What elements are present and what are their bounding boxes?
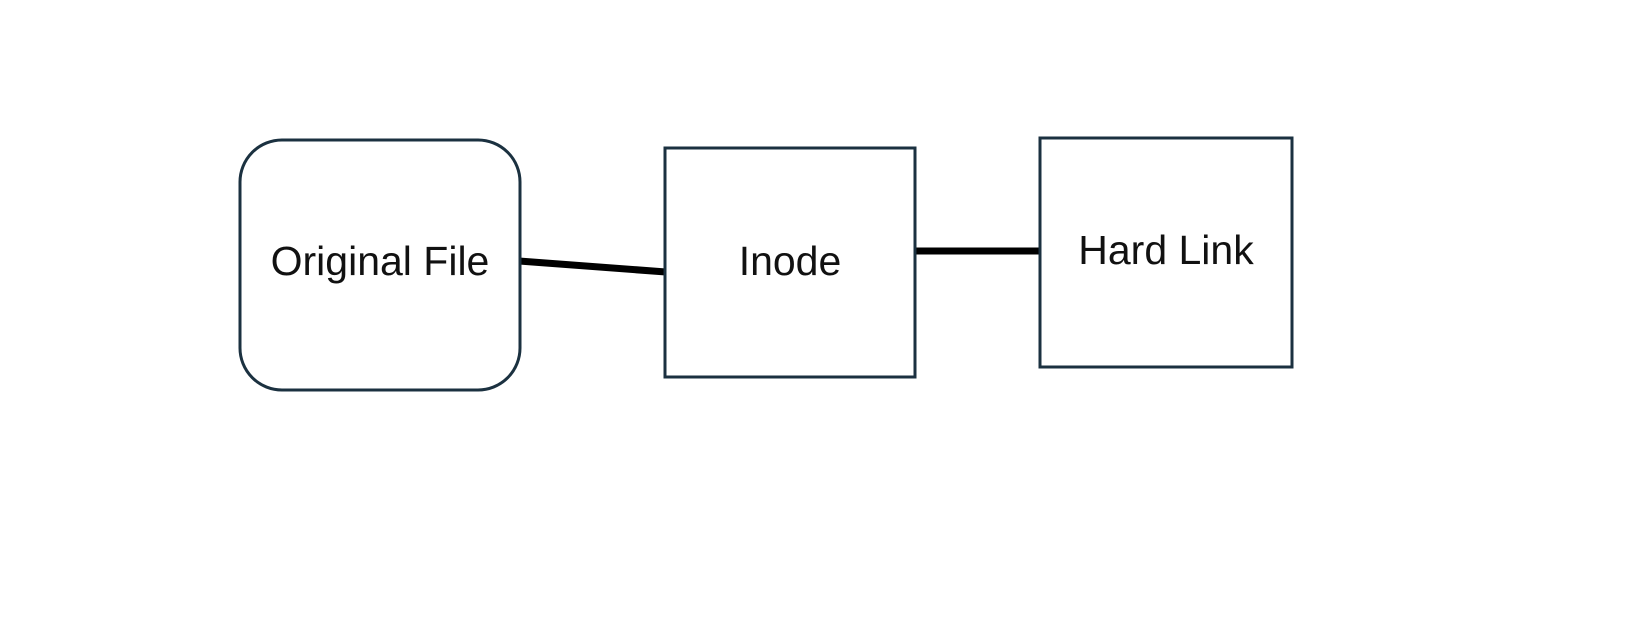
node-original-file-shape[interactable] bbox=[238, 138, 522, 392]
node-inode-label: Inode bbox=[739, 238, 842, 284]
node-original-file[interactable]: Original File bbox=[238, 138, 522, 392]
node-original-file-label: Original File bbox=[271, 238, 490, 284]
edge-original-file-to-inode bbox=[518, 257, 667, 276]
node-hard-link[interactable]: Hard Link bbox=[1038, 136, 1294, 369]
node-hard-link-shape[interactable] bbox=[1038, 136, 1294, 369]
node-hard-link-label: Hard Link bbox=[1078, 227, 1254, 273]
node-inode-shape[interactable] bbox=[663, 146, 917, 379]
node-inode[interactable]: Inode bbox=[663, 146, 917, 379]
